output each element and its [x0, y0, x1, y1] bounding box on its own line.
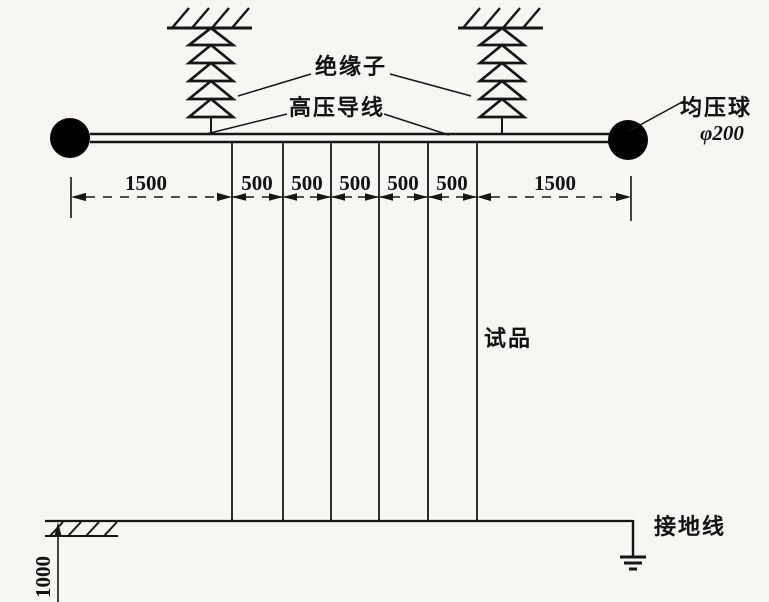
insulator-label: 绝缘子	[315, 54, 387, 79]
leader-lines	[205, 73, 685, 136]
insulator-string-right	[476, 26, 528, 134]
grading-ball-right	[608, 120, 648, 160]
ground-line	[45, 519, 635, 557]
grading-ball-label: 均压球	[680, 95, 752, 120]
leader-grading-ball	[628, 100, 685, 132]
leader-conductor-left	[205, 113, 288, 135]
ground-wire-label: 接地线	[654, 514, 726, 539]
hv-conductor-line	[90, 132, 609, 144]
test-specimen-wires	[231, 142, 478, 521]
dim-seg-4: 500	[387, 171, 419, 195]
grading-ball-left	[50, 118, 90, 158]
ceiling-anchor-left	[167, 7, 252, 30]
dim-seg-3: 500	[339, 171, 371, 195]
dim-seg-2: 500	[291, 171, 323, 195]
earth-symbol	[620, 555, 646, 571]
test-specimen-label: 试品	[484, 326, 532, 351]
dimension-chain: 1500 500 500 500 500 500 1500	[70, 171, 632, 221]
insulator-string-left	[185, 26, 237, 134]
dim-left-span: 1500	[125, 171, 167, 195]
dim-right-span: 1500	[534, 171, 576, 195]
dim-ground-clearance-value: 1000	[31, 556, 55, 598]
ceiling-anchor-right	[458, 7, 543, 30]
leader-insulator-left	[237, 73, 312, 97]
grading-ball-diameter-label: φ200	[700, 121, 744, 145]
dim-seg-5: 500	[436, 171, 468, 195]
dimension-ground-clearance: 1000	[31, 522, 62, 602]
dimension-arrowheads	[71, 192, 631, 202]
leader-insulator-right	[389, 73, 472, 97]
dim-seg-1: 500	[241, 171, 273, 195]
hv-conductor-label: 高压导线	[289, 95, 385, 120]
leader-conductor-right	[383, 113, 450, 136]
